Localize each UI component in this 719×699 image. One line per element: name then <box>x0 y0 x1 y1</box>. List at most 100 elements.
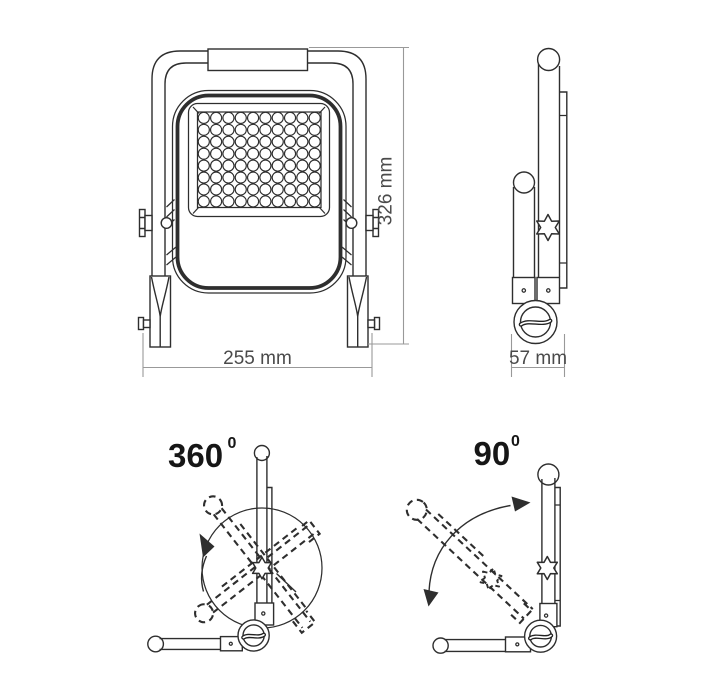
led-dot <box>271 123 284 136</box>
led-dot <box>283 159 297 172</box>
led-dot <box>246 183 260 196</box>
grip-handle <box>207 48 309 72</box>
led-dot <box>283 171 297 184</box>
led-dot <box>234 183 247 196</box>
led-dot <box>222 111 235 125</box>
adjustment-knob-right <box>345 208 380 238</box>
pivot-screw <box>513 299 558 345</box>
angle-label-360-superscript: 0 <box>228 435 237 452</box>
led-dot <box>222 123 235 136</box>
dimension-depth: 57 mm <box>509 334 567 377</box>
angle-label-90: 90 <box>474 435 511 472</box>
body-plate <box>560 91 568 289</box>
led-dot <box>296 159 309 172</box>
height-label: 326 mm <box>376 157 397 226</box>
mounting-bracket <box>511 276 561 305</box>
star-knob-icon <box>536 555 559 581</box>
led-dot <box>234 147 247 160</box>
dimension-width: 255 mm <box>142 333 373 377</box>
led-dot <box>197 147 210 160</box>
dashed-tilted-position <box>405 498 534 625</box>
led-dot <box>271 147 284 160</box>
led-dot <box>283 123 297 136</box>
led-dot <box>296 135 309 148</box>
led-dot <box>209 195 223 208</box>
led-dot <box>197 123 210 136</box>
stand-foot <box>432 636 532 654</box>
tilt-arrow <box>423 496 531 607</box>
led-dot <box>234 159 247 172</box>
handle-bar <box>537 463 560 604</box>
led-dot <box>246 159 260 172</box>
rotation-360-diagram: 360 0 <box>147 435 323 653</box>
led-dot <box>234 195 247 208</box>
led-dot <box>296 111 309 125</box>
led-dot <box>271 135 284 148</box>
led-dot <box>209 147 223 160</box>
led-dot <box>209 111 223 125</box>
led-dot <box>308 135 321 148</box>
side-view: 57 mm <box>509 47 568 377</box>
depth-label: 57 mm <box>509 348 567 369</box>
mount-hatching <box>166 199 352 266</box>
led-dot <box>222 195 235 208</box>
led-dot <box>197 195 210 208</box>
led-grid <box>197 111 321 208</box>
led-dot <box>246 111 260 125</box>
body-plate <box>554 486 561 627</box>
handle-bar <box>253 444 273 603</box>
led-dot <box>197 135 210 148</box>
rotation-arrow <box>199 533 215 592</box>
led-dot <box>296 183 309 196</box>
led-dot <box>308 195 321 208</box>
stand-foot-right <box>346 275 381 348</box>
led-dot <box>197 159 210 172</box>
led-dot <box>308 123 321 136</box>
led-dot <box>271 171 284 184</box>
led-dot <box>259 111 272 125</box>
led-dot <box>234 171 247 184</box>
led-dot <box>209 183 223 196</box>
led-dot <box>246 195 260 208</box>
led-dot <box>271 183 284 196</box>
stand-foot-left <box>137 275 172 348</box>
led-dot <box>296 195 309 208</box>
led-dot <box>259 159 272 172</box>
led-dot <box>296 171 309 184</box>
lamp-body <box>171 89 347 294</box>
star-knob-icon <box>251 556 273 580</box>
led-dot <box>209 159 223 172</box>
led-dot <box>296 123 309 136</box>
led-dot <box>271 159 284 172</box>
led-dot <box>209 171 223 184</box>
adjustment-knob-left <box>138 208 173 238</box>
angle-label-90-superscript: 0 <box>511 433 520 450</box>
star-knob-icon <box>535 213 561 242</box>
front-view: 255 mm 326 mm <box>137 46 409 377</box>
dashed-position-b <box>194 518 322 624</box>
led-dot <box>308 183 321 196</box>
led-dot <box>259 183 272 196</box>
leg-position-line <box>276 572 297 593</box>
pivot-screw <box>523 619 558 653</box>
angle-label-360: 360 <box>168 437 223 474</box>
led-dot <box>259 147 272 160</box>
led-dot <box>283 195 297 208</box>
led-dot <box>234 123 247 136</box>
led-dot <box>222 147 235 160</box>
led-dot <box>259 195 272 208</box>
led-dot <box>197 183 210 196</box>
led-dot <box>209 135 223 148</box>
stand-leg <box>512 171 536 277</box>
led-dot <box>246 171 260 184</box>
led-dot <box>308 171 321 184</box>
handle-frame <box>151 50 367 276</box>
led-dot <box>308 159 321 172</box>
stand-foot <box>147 635 243 653</box>
led-dot <box>246 147 260 160</box>
led-dot <box>308 111 321 125</box>
led-dot <box>246 123 260 136</box>
led-dot <box>259 123 272 136</box>
